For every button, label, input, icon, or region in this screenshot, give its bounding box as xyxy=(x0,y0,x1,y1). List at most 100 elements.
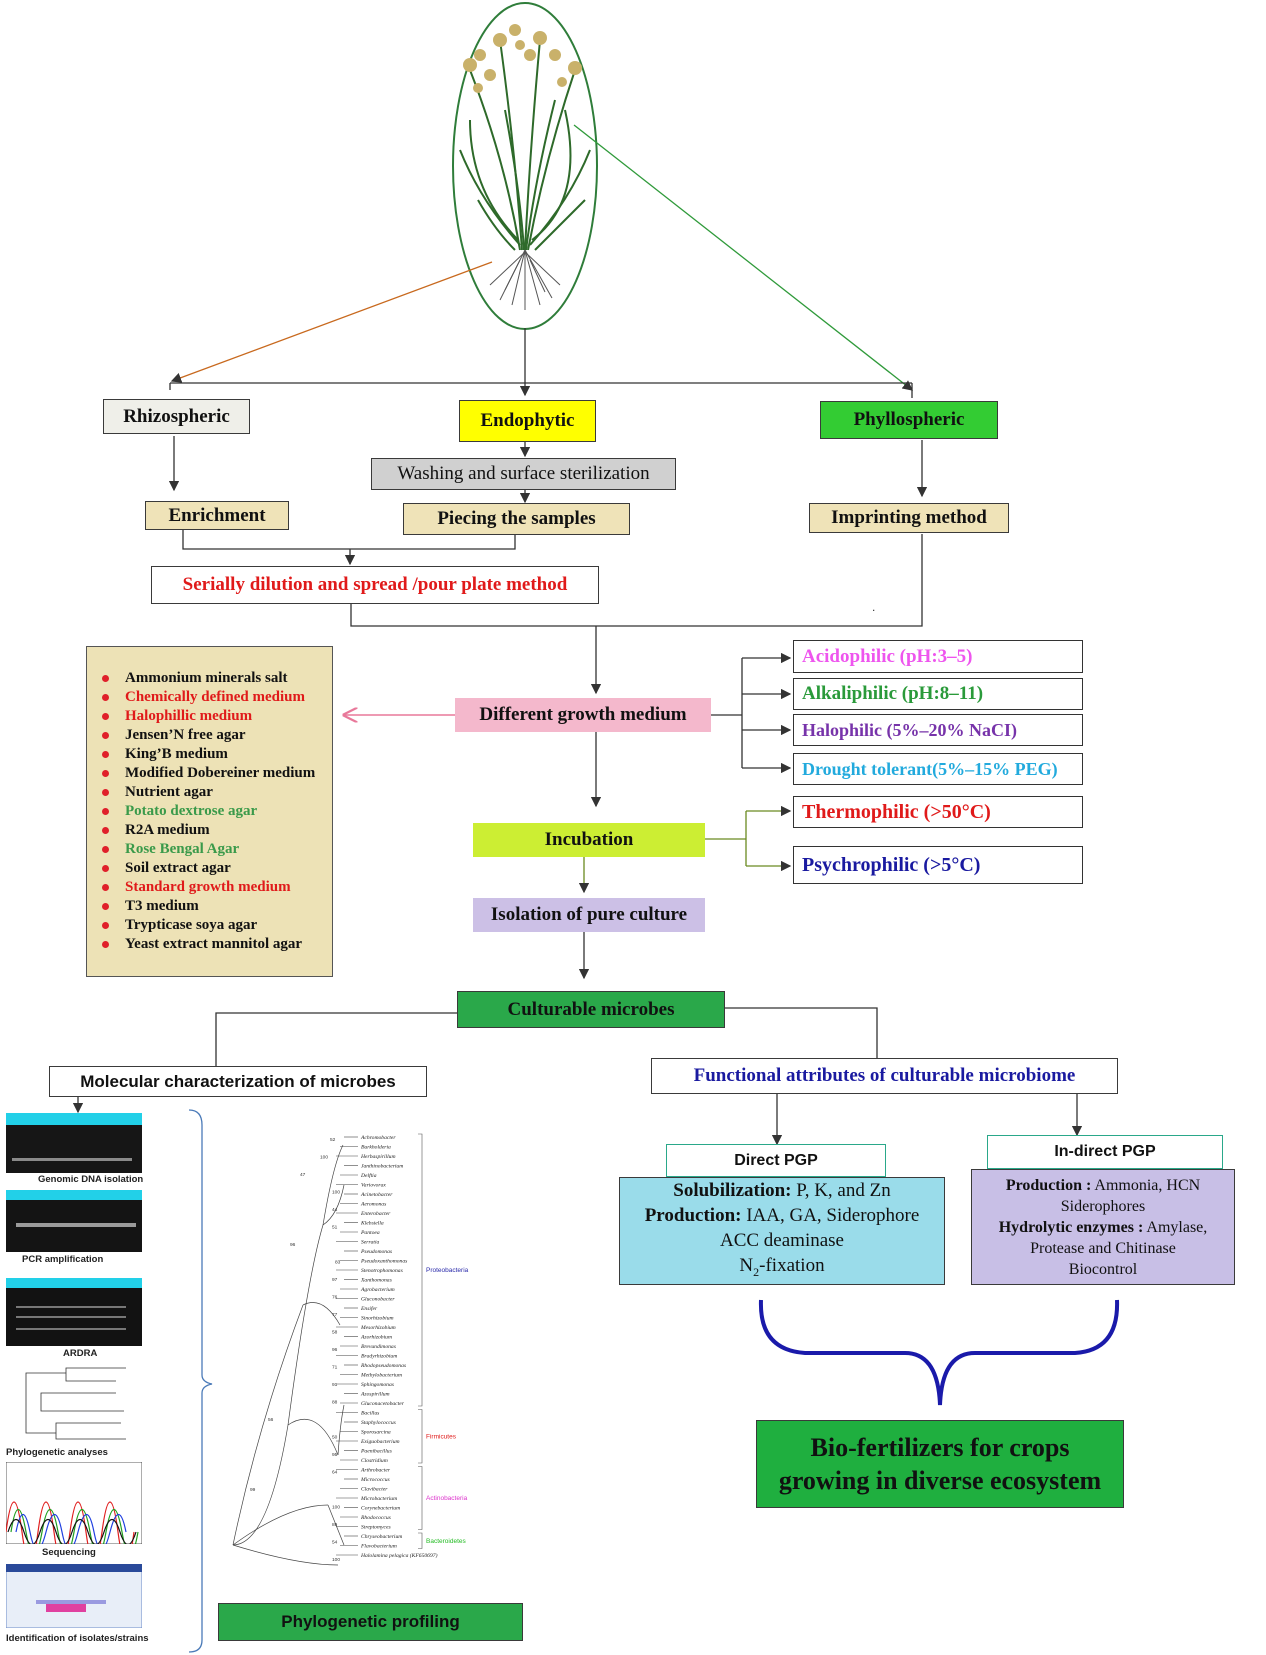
taxon-label: Rhodococcus xyxy=(360,1515,391,1521)
tree-branch xyxy=(302,1302,341,1326)
clade-bracket xyxy=(418,1532,423,1549)
hydrolytic-label: Hydrolytic enzymes : xyxy=(998,1218,1144,1236)
bootstrap-value: 64 xyxy=(332,1470,338,1476)
serial-dilution-box: Serially dilution and spread /pour plate… xyxy=(151,566,599,604)
biofertilizers-box: Bio-fertilizers for crops growing in div… xyxy=(756,1420,1124,1508)
indirect-production-label: Production : xyxy=(1005,1176,1092,1194)
bullet-dot-icon xyxy=(102,903,109,910)
indirect-production-line: Production : Ammonia, HCN xyxy=(1006,1175,1200,1196)
taxon-label: Burkholderia xyxy=(361,1145,391,1151)
media-item: Halophillic medium xyxy=(99,707,332,726)
halophilic-box: Halophilic (5%–20% NaCI) xyxy=(793,714,1083,746)
taxon-label: Streptomyces xyxy=(361,1525,391,1531)
taxon-label: Herbaspirillum xyxy=(360,1154,396,1160)
media-item-label: Nutrient agar xyxy=(125,784,213,800)
n2-line: N2-fixation xyxy=(739,1253,824,1285)
media-item-label: Modified Dobereiner medium xyxy=(125,765,316,781)
taxon-label: Stenotrophomonas xyxy=(361,1268,403,1274)
taxon-label: Variovorax xyxy=(361,1183,386,1189)
taxon-label: Rhodopseudomonas xyxy=(360,1363,406,1369)
media-item-label: King’B medium xyxy=(125,746,228,762)
bootstrap-value: 56 xyxy=(268,1417,274,1423)
media-item-label: Jensen’N free agar xyxy=(125,727,246,743)
n2-sub: 2 xyxy=(753,1264,760,1279)
acc-line: ACC deaminase xyxy=(719,1229,844,1251)
bootstrap-value: 96 xyxy=(332,1347,338,1353)
media-item-label: Yeast extract mannitol agar xyxy=(125,936,303,952)
bullet-dot-icon xyxy=(102,922,109,929)
media-item: Ammonium minerals salt xyxy=(99,669,332,688)
bootstrap-value: 91 xyxy=(332,1382,338,1388)
hydrolytic-line: Hydrolytic enzymes : Amylase, xyxy=(999,1217,1208,1238)
solubilization-label: Solubilization: xyxy=(673,1179,792,1201)
taxon-label: Clavibacter xyxy=(361,1487,388,1493)
acidophilic-box: Acidophilic (pH:3–5) xyxy=(793,640,1083,673)
gel-genomic-dna-image xyxy=(6,1113,142,1173)
bullet-dot-icon xyxy=(102,846,109,853)
protease-line: Protease and Chitinase xyxy=(1030,1239,1176,1257)
taxon-label: Micrococcus xyxy=(360,1477,390,1483)
enrichment-box: Enrichment xyxy=(145,501,289,530)
bootstrap-value: 83 xyxy=(335,1260,341,1266)
stray-dot: . xyxy=(872,600,876,614)
phylogram-thumbnail-image xyxy=(25,1367,126,1440)
media-item-label: Rose Bengal Agar xyxy=(125,841,240,857)
clade-label: Bacteroidetes xyxy=(426,1538,466,1545)
media-item: Nutrient agar xyxy=(99,783,332,802)
media-item-label: Chemically defined medium xyxy=(125,689,305,705)
bootstrap-value: 50 xyxy=(332,1435,338,1441)
bootstrap-value: 100 xyxy=(332,1505,340,1511)
bootstrap-value: 51 xyxy=(332,1225,338,1231)
bootstrap-value: 100 xyxy=(332,1557,340,1563)
indirect-pgp-title: In-direct PGP xyxy=(987,1135,1223,1169)
bullet-dot-icon xyxy=(102,827,109,834)
thermophilic-box: Thermophilic (>50°C) xyxy=(793,796,1083,828)
washing-box: Washing and surface sterilization xyxy=(371,458,676,490)
bootstrap-value: 76 xyxy=(332,1295,338,1301)
taxon-label: Delftia xyxy=(360,1172,377,1179)
solubilization-line: Solubilization: P, K, and Zn xyxy=(673,1178,890,1203)
n2-suffix: -fixation xyxy=(759,1254,825,1276)
biofertilizers-line2: growing in diverse ecosystem xyxy=(778,1466,1102,1495)
taxon-label: Paenibacillus xyxy=(360,1449,392,1455)
direct-pgp-details: Solubilization: P, K, and Zn Production:… xyxy=(619,1177,945,1285)
taxon-label: Gluconacetobacter xyxy=(361,1401,405,1407)
taxon-label: Pseudoxanthomonas xyxy=(360,1259,407,1265)
media-item: T3 medium xyxy=(99,897,332,916)
taxon-label: Achromobacter xyxy=(360,1135,396,1141)
endophytic-box: Endophytic xyxy=(459,400,596,442)
piecing-box: Piecing the samples xyxy=(403,503,630,535)
tree-branch xyxy=(337,1404,345,1456)
blue-curly-brace xyxy=(758,1299,1120,1406)
taxon-label: Enterobacter xyxy=(360,1211,391,1217)
bullet-dot-icon xyxy=(102,694,109,701)
tree-branch xyxy=(322,1144,344,1226)
taxon-label: Pseudomonas xyxy=(360,1249,392,1255)
bullet-dot-icon xyxy=(102,865,109,872)
taxon-label: Bradyrhizobium xyxy=(361,1354,397,1360)
bootstrap-value: 54 xyxy=(332,1540,338,1546)
taxon-label: Corynebacterium xyxy=(361,1506,400,1512)
phyllospheric-box: Phyllospheric xyxy=(820,401,998,439)
caption-ardra: ARDRA xyxy=(63,1348,98,1359)
gel-ardra-image xyxy=(6,1278,142,1346)
bootstrap-value: 77 xyxy=(332,1312,338,1318)
taxon-label: Halolamina pelagica (KF650697) xyxy=(360,1552,438,1559)
taxon-label: Pantoea xyxy=(360,1230,380,1236)
phylogenetic-tree: AchromobacterBurkholderiaHerbaspirillumJ… xyxy=(232,1133,469,1566)
bullet-dot-icon xyxy=(102,713,109,720)
taxon-label: Clostridium xyxy=(361,1458,388,1464)
direct-pgp-title: Direct PGP xyxy=(666,1144,886,1177)
media-item-label: Standard growth medium xyxy=(125,879,291,895)
media-item-label: R2A medium xyxy=(125,822,210,838)
production-label: Production: xyxy=(644,1204,742,1226)
caption-phylogenetic: Phylogenetic analyses xyxy=(6,1447,108,1458)
isolation-box: Isolation of pure culture xyxy=(473,898,705,932)
media-item: Soil extract agar xyxy=(99,859,332,878)
taxon-label: Sporosarcina xyxy=(361,1430,391,1436)
media-item: Standard growth medium xyxy=(99,878,332,897)
media-item-label: Ammonium minerals salt xyxy=(125,670,288,686)
bootstrap-value: 100 xyxy=(320,1155,328,1161)
